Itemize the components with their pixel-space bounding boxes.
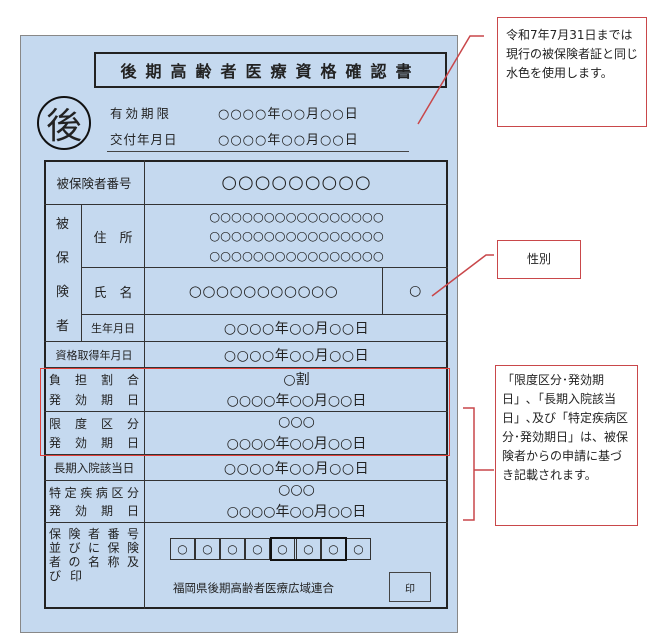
digit-group-highlight (270, 537, 347, 561)
disease-label: 特定疾病区分発効期日 (44, 481, 145, 523)
leader-line (431, 254, 494, 297)
address-line: ○○○○○○○○○○○○○○○○ (209, 209, 384, 225)
valid-value: ○○○○年○○月○○日 (218, 107, 359, 122)
document-title: 後期高齢者医療資格確認書 (94, 52, 447, 88)
address-value: ○○○○○○○○○○○○○○○○ ○○○○○○○○○○○○○○○○ ○○○○○○… (145, 205, 448, 268)
label-line: 発効期日 (49, 436, 139, 450)
insurer-digit: ○ (245, 538, 270, 560)
name-value: ○○○○○○○○○○○ (145, 268, 383, 315)
valid-label: 有効期限 (110, 106, 173, 121)
name-label: 氏 名 (82, 268, 145, 315)
issue-value: ○○○○年○○月○○日 (218, 133, 359, 148)
kou-seal-icon: 後 (37, 96, 91, 150)
limit-value: ○○○ ○○○○年○○月○○日 (145, 412, 448, 455)
value-line: ○○○○年○○月○○日 (226, 503, 367, 520)
stamp-box: 印 (389, 572, 431, 602)
acq-value: ○○○○年○○月○○日 (145, 342, 448, 368)
group-char: 者 (55, 318, 69, 334)
callout-sex-note: 性別 (497, 240, 581, 279)
burden-value: ○割 ○○○○年○○月○○日 (145, 368, 448, 412)
insured-group-label: 被 保 険 者 (44, 205, 82, 342)
issue-label: 交付年月日 (110, 132, 178, 147)
acq-label: 資格取得年月日 (44, 342, 145, 368)
insurer-label: 保険者番号 並びに保険 者の名称及 び印 (44, 523, 145, 609)
highlight-box (40, 368, 450, 456)
certificate-table (44, 160, 448, 609)
value-line: ○○○ (278, 413, 315, 430)
group-char: 険 (55, 284, 69, 300)
label-line: 保険者番号 (49, 527, 139, 541)
value-line: ○割 (283, 371, 310, 388)
value-line: ○○○○年○○月○○日 (226, 435, 367, 452)
address-line: ○○○○○○○○○○○○○○○○ (209, 247, 384, 263)
label-line: 発効期日 (49, 504, 139, 519)
value-line: ○○○ (278, 482, 315, 499)
birth-value: ○○○○年○○月○○日 (145, 315, 448, 342)
leader-line (417, 35, 484, 125)
insurer-digit: ○ (195, 538, 220, 560)
birth-label: 生年月日 (82, 315, 145, 342)
callout-color-note: 令和7年7月31日までは現行の被保険者証と同じ水色を使用します。 (497, 17, 647, 127)
label-line: 負担割合 (49, 373, 139, 388)
label-line: 者の名称及 (49, 555, 139, 569)
insurer-name: 福岡県後期高齢者医療広域連合 (173, 581, 334, 595)
insurer-digit: ○ (220, 538, 245, 560)
disease-value: ○○○ ○○○○年○○月○○日 (145, 481, 448, 523)
insured-no-label: 被保険者番号 (44, 160, 145, 205)
address-label: 住 所 (82, 205, 145, 268)
sex-value: ○ (383, 268, 448, 315)
certificate-card (20, 35, 458, 633)
longterm-label: 長期入院該当日 (44, 455, 145, 481)
burden-label: 負担割合発効期日 (44, 368, 145, 412)
group-char: 保 (55, 250, 69, 266)
insured-no-value: ○○○○○○○○○ (145, 160, 448, 205)
value-line: ○○○○年○○月○○日 (226, 393, 367, 410)
bracket (463, 407, 475, 521)
label-line: 特定疾病区分 (49, 485, 139, 500)
label-line: 限度区分 (49, 417, 139, 431)
callout-application-note: 「限度区分･発効期日」､「長期入院該当日」､及び「特定疾病区分･発効期日」は、被… (495, 365, 638, 526)
header-underline (107, 151, 409, 152)
insurer-digit: ○ (170, 538, 195, 560)
longterm-value: ○○○○年○○月○○日 (145, 455, 448, 481)
limit-label: 限度区分発効期日 (44, 412, 145, 455)
label-line: 発効期日 (49, 392, 139, 407)
label-line: 並びに保険 (49, 541, 139, 555)
address-line: ○○○○○○○○○○○○○○○○ (209, 228, 384, 244)
group-char: 被 (55, 216, 69, 232)
label-line: び印 (49, 569, 92, 583)
